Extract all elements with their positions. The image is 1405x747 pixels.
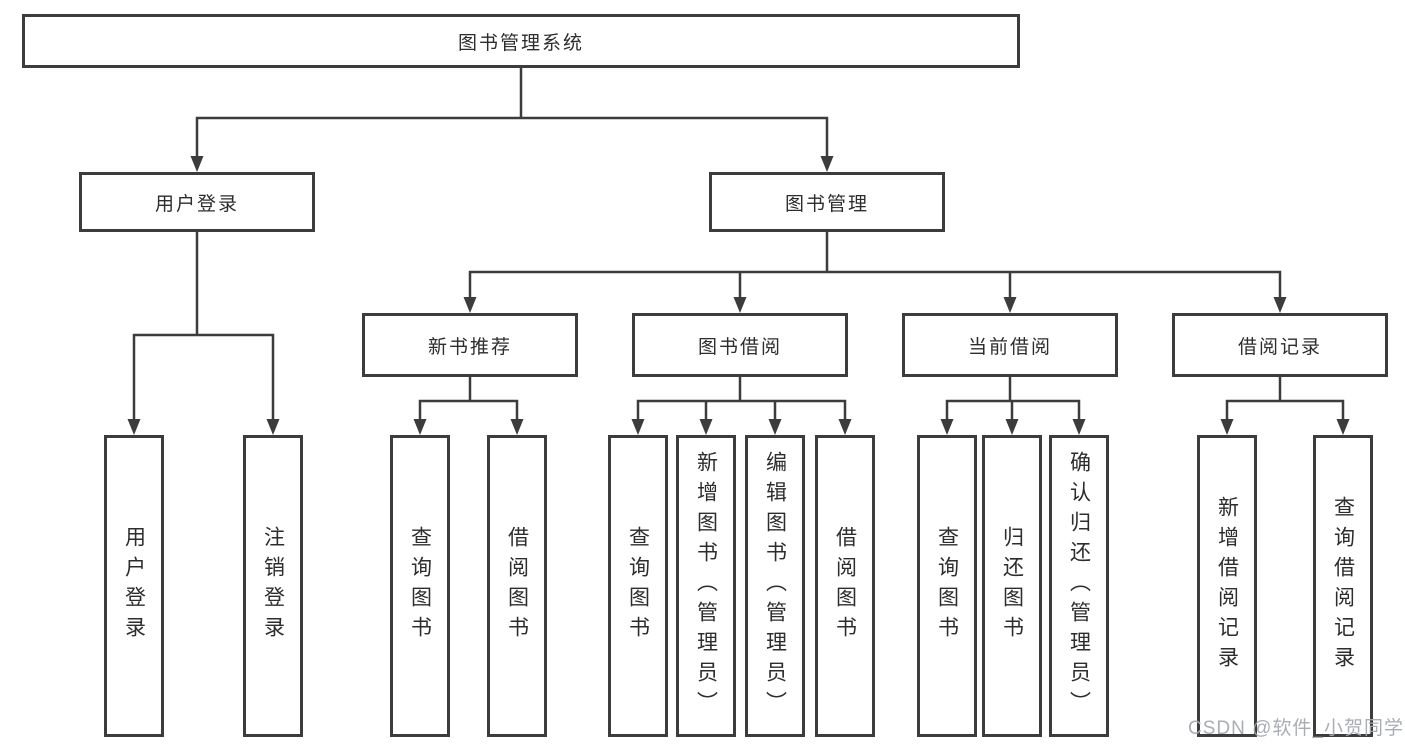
node-label: 借阅记录: [1237, 336, 1322, 358]
connector-book-borrow-leaves: [636, 375, 847, 427]
node-book-borrowing: 图书借阅: [632, 313, 848, 377]
arrowhead: [631, 419, 645, 435]
node-label: 用户登录: [154, 193, 239, 215]
leaf-edit-book-admin: 编辑图书（管理员）: [745, 435, 805, 737]
connector-borrow-records-leaves: [1225, 375, 1345, 427]
node-label: 编辑图书（管理员）: [763, 451, 787, 721]
arrowhead: [940, 419, 954, 435]
arrowhead: [768, 419, 782, 435]
node-label: 新书推荐: [427, 336, 512, 358]
connector-user-login-leaves: [132, 230, 275, 427]
leaf-user-login: 用户登录: [104, 435, 164, 737]
arrowhead: [463, 297, 477, 313]
arrowhead: [1003, 297, 1017, 313]
node-label: 查询图书: [408, 526, 432, 646]
leaf-logout: 注销登录: [243, 435, 303, 737]
arrowhead: [1220, 419, 1234, 435]
arrowhead: [413, 419, 427, 435]
arrowhead: [1072, 419, 1086, 435]
node-label: 图书管理系统: [457, 32, 584, 54]
node-label: 图书借阅: [697, 336, 782, 358]
leaf-add-borrow-record: 新增借阅记录: [1197, 435, 1257, 737]
arrowheads: [127, 156, 1350, 435]
leaf-confirm-return-admin: 确认归还（管理员）: [1049, 435, 1109, 737]
arrowhead: [266, 419, 280, 435]
node-book-management: 图书管理: [709, 172, 945, 232]
arrowhead: [190, 156, 204, 172]
node-root: 图书管理系统: [22, 14, 1020, 68]
node-borrow-records: 借阅记录: [1172, 313, 1388, 377]
node-user-login-branch: 用户登录: [79, 172, 315, 232]
arrowhead: [733, 297, 747, 313]
node-label: 新增图书（管理员）: [694, 451, 718, 721]
leaf-return-book: 归还图书: [982, 435, 1042, 737]
leaf-borrow-books-1: 借阅图书: [487, 435, 547, 737]
leaf-query-borrow-record: 查询借阅记录: [1313, 435, 1373, 737]
watermark: CSDN @软件_小贺同学: [1188, 718, 1404, 739]
leaf-query-books-3: 查询图书: [917, 435, 977, 737]
node-label: 查询借阅记录: [1331, 496, 1355, 676]
arrowhead: [838, 419, 852, 435]
node-label: 当前借阅: [967, 336, 1052, 358]
node-current-borrowing: 当前借阅: [902, 313, 1118, 377]
node-new-book-recommend: 新书推荐: [362, 313, 578, 377]
node-label: 借阅图书: [505, 526, 529, 646]
arrowhead: [1336, 419, 1350, 435]
node-label: 注销登录: [261, 526, 285, 646]
connector-current-borrow-leaves: [945, 375, 1081, 427]
node-label: 查询图书: [935, 526, 959, 646]
arrowhead: [127, 419, 141, 435]
connector-root-level2: [195, 66, 829, 164]
node-label: 查询图书: [626, 526, 650, 646]
node-label: 用户登录: [122, 526, 146, 646]
node-label: 图书管理: [784, 193, 869, 215]
node-label: 确认归还（管理员）: [1067, 451, 1091, 721]
arrowhead: [510, 419, 524, 435]
arrowhead: [699, 419, 713, 435]
node-label: 归还图书: [1000, 526, 1024, 646]
leaf-add-book-admin: 新增图书（管理员）: [676, 435, 736, 737]
node-label: 借阅图书: [833, 526, 857, 646]
connector-new-books-leaves: [418, 375, 519, 427]
leaf-query-books-1: 查询图书: [390, 435, 450, 737]
arrowhead: [1005, 419, 1019, 435]
arrowhead: [1273, 297, 1287, 313]
leaf-query-books-2: 查询图书: [608, 435, 668, 737]
connector-book-mgmt-level3: [468, 230, 1282, 305]
connector-group: [132, 66, 1345, 427]
node-label: 新增借阅记录: [1215, 496, 1239, 676]
arrowhead: [820, 156, 834, 172]
leaf-borrow-books-2: 借阅图书: [815, 435, 875, 737]
